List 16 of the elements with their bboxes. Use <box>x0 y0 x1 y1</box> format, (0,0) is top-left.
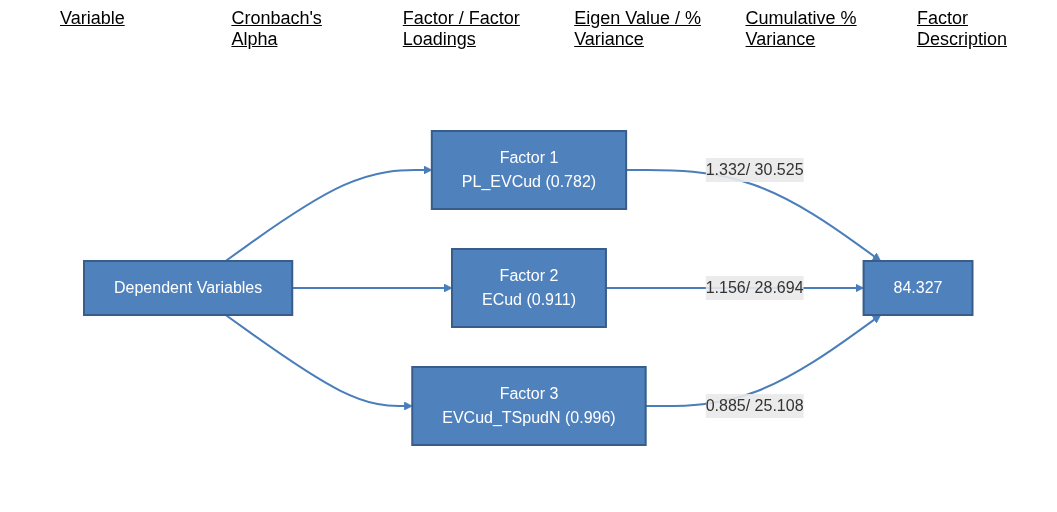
arrow <box>224 165 433 262</box>
column-heading: Eigen Value / % Variance <box>574 8 702 51</box>
column-heading: Cumulative % Variance <box>745 8 858 51</box>
arrow <box>224 314 413 411</box>
edge-label: 1.332/ 30.525 <box>705 161 804 178</box>
column-heading: Cronbach's Alpha <box>231 8 323 51</box>
edge-label: 1.156/ 28.694 <box>705 279 804 296</box>
node-box: 84.327 <box>862 260 974 316</box>
column-heading: Factor Description <box>916 8 1008 51</box>
node-box: Dependent Variables <box>83 260 294 316</box>
node-box: Factor 2 ECud (0.911) <box>451 248 608 328</box>
node-box: Factor 3 EVCud_TSpudN (0.996) <box>411 366 647 446</box>
column-heading: Variable <box>60 8 126 30</box>
edge-label: 0.885/ 25.108 <box>705 397 804 414</box>
node-box: Factor 1 PL_EVCud (0.782) <box>431 130 628 210</box>
column-heading: Factor / Factor Loadings <box>402 8 521 51</box>
